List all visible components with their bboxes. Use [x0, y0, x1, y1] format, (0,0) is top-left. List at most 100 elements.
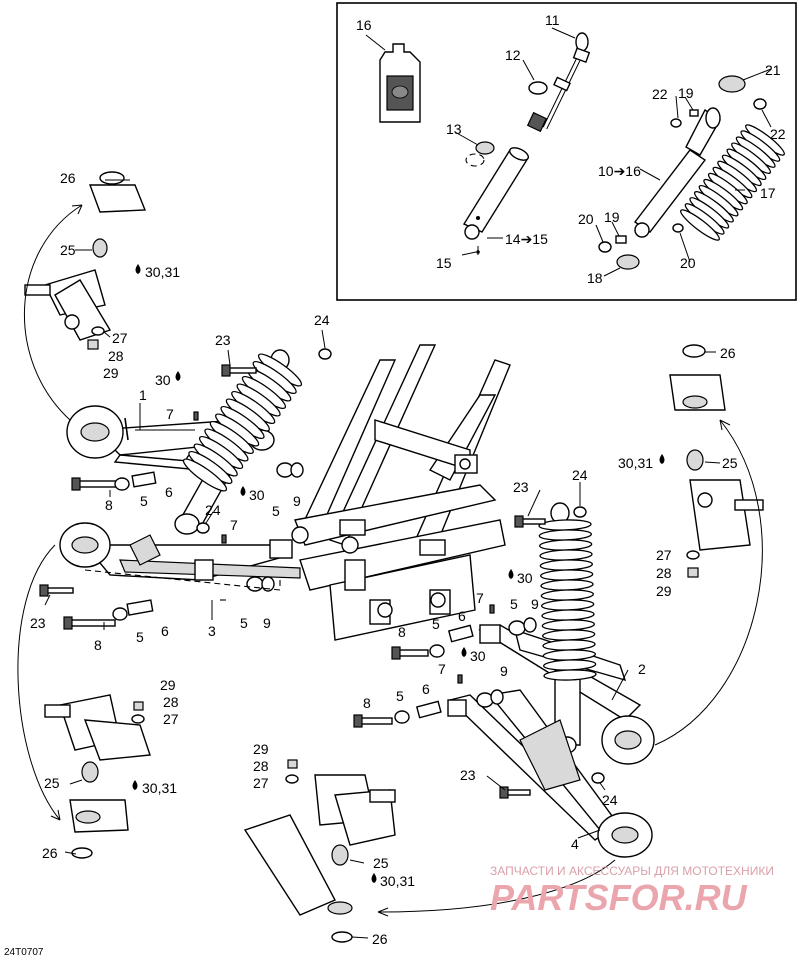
- callout-11: 11: [545, 12, 560, 28]
- callout-5c: 5: [136, 629, 144, 645]
- spring-coil: [538, 519, 592, 531]
- callout-17: 17: [760, 185, 776, 201]
- callout-27d: 27: [253, 775, 269, 791]
- washer-13: [475, 141, 495, 155]
- callout-28d: 28: [253, 758, 269, 774]
- callout-22a: 22: [652, 86, 668, 102]
- knuckle-upper-left: [24, 171, 147, 350]
- callout-6b: 6: [161, 623, 169, 639]
- washer-20: [598, 241, 612, 253]
- callout-30-31b: 30,31: [142, 780, 177, 796]
- callout-23d: 23: [460, 767, 476, 783]
- callout-30-31d: 30,31: [380, 873, 415, 889]
- oil-drop-icon: [508, 569, 514, 579]
- callout-7a: 7: [166, 406, 174, 422]
- callout-13: 13: [446, 121, 462, 137]
- callout-9d: 9: [500, 663, 508, 679]
- oil-drop-icon: [461, 647, 467, 657]
- oil-drop-icon: [371, 873, 377, 883]
- callout-26b: 26: [42, 845, 58, 861]
- callout-16: 16: [356, 17, 372, 33]
- diagram-code: 24T0707: [4, 947, 44, 958]
- lower-a-arm-right: [447, 689, 653, 858]
- callout-2: 2: [638, 661, 646, 677]
- callout-28b: 28: [163, 694, 179, 710]
- callout-28a: 28: [108, 348, 124, 364]
- callout-28c: 28: [656, 565, 672, 581]
- knuckle-lower-right: [243, 759, 396, 943]
- callout-23a: 23: [215, 332, 231, 348]
- callout-24b: 24: [205, 502, 221, 518]
- callout-8b: 8: [94, 637, 102, 653]
- lower-a-arm-left: [59, 522, 301, 581]
- washer-20b: [672, 223, 684, 233]
- shock-body: [462, 147, 530, 255]
- spring-coil: [539, 559, 593, 571]
- callout-7d: 7: [438, 661, 446, 677]
- callout-29d: 29: [253, 741, 269, 757]
- spring-coil: [541, 619, 595, 631]
- spring-coil: [540, 579, 594, 591]
- callout-8c: 8: [398, 624, 406, 640]
- callout-23b: 23: [30, 615, 46, 631]
- callout-12: 12: [505, 47, 521, 63]
- shock-assembled: [633, 107, 721, 238]
- shock-absorber-left: [174, 349, 303, 535]
- callout-5g: 5: [396, 688, 404, 704]
- callout-labels: 16 11 12 13 14➔15 15 21 22 19 22 10➔16 1…: [30, 12, 786, 947]
- callout-20b: 20: [680, 255, 696, 271]
- callout-24d: 24: [602, 792, 618, 808]
- washer-13-ghost: [465, 153, 485, 167]
- oil-bottle-icon: [379, 43, 421, 123]
- spring-coil: [542, 629, 596, 641]
- callout-29b: 29: [160, 677, 176, 693]
- callout-30d: 30: [470, 648, 486, 664]
- spring-coil: [540, 589, 594, 601]
- knuckle-lower-left: [44, 694, 151, 859]
- callout-26a: 26: [60, 170, 76, 186]
- callout-4: 4: [571, 836, 579, 852]
- callout-18: 18: [587, 270, 603, 286]
- callout-8a: 8: [105, 497, 113, 513]
- spring-coil: [539, 539, 593, 551]
- callout-3: 3: [208, 623, 216, 639]
- spring-coil: [542, 639, 596, 651]
- callout-25a: 25: [60, 242, 76, 258]
- oil-drop-icon: [240, 486, 246, 496]
- callout-30a: 30: [155, 372, 171, 388]
- callout-1: 1: [139, 387, 147, 403]
- callout-24a: 24: [314, 312, 330, 328]
- nut-22: [753, 98, 767, 110]
- spring-seat-18: [616, 254, 640, 270]
- callout-5e: 5: [510, 596, 518, 612]
- callout-9c: 9: [531, 596, 539, 612]
- callout-9b: 9: [263, 615, 271, 631]
- callout-25b: 25: [44, 775, 60, 791]
- callout-27a: 27: [112, 330, 128, 346]
- watermark-logo: PARTSFOR.RU: [490, 877, 748, 918]
- callout-24c: 24: [572, 467, 588, 483]
- callout-8d: 8: [363, 695, 371, 711]
- callout-27c: 27: [656, 547, 672, 563]
- callout-5d: 5: [240, 615, 248, 631]
- callout-7c: 7: [476, 590, 484, 606]
- callout-5b: 5: [272, 503, 280, 519]
- callout-22b: 22: [770, 126, 786, 142]
- callout-30c: 30: [517, 570, 533, 586]
- reference-arrows: [17, 204, 763, 917]
- callout-26c: 26: [720, 345, 736, 361]
- callout-25c: 25: [722, 455, 738, 471]
- spring-coil: [538, 529, 592, 541]
- spring-coil: [543, 669, 597, 681]
- spring-coil: [182, 458, 228, 492]
- callout-10-16: 10➔16: [598, 163, 641, 179]
- callout-6d: 6: [422, 681, 430, 697]
- oil-drop-icon: [659, 454, 665, 464]
- shock-detail-inset: [336, 2, 797, 301]
- callout-5a: 5: [140, 493, 148, 509]
- callout-9a: 9: [293, 493, 301, 509]
- leader-lines: [44, 179, 721, 939]
- spring-coil: [539, 549, 593, 561]
- callout-23c: 23: [513, 479, 529, 495]
